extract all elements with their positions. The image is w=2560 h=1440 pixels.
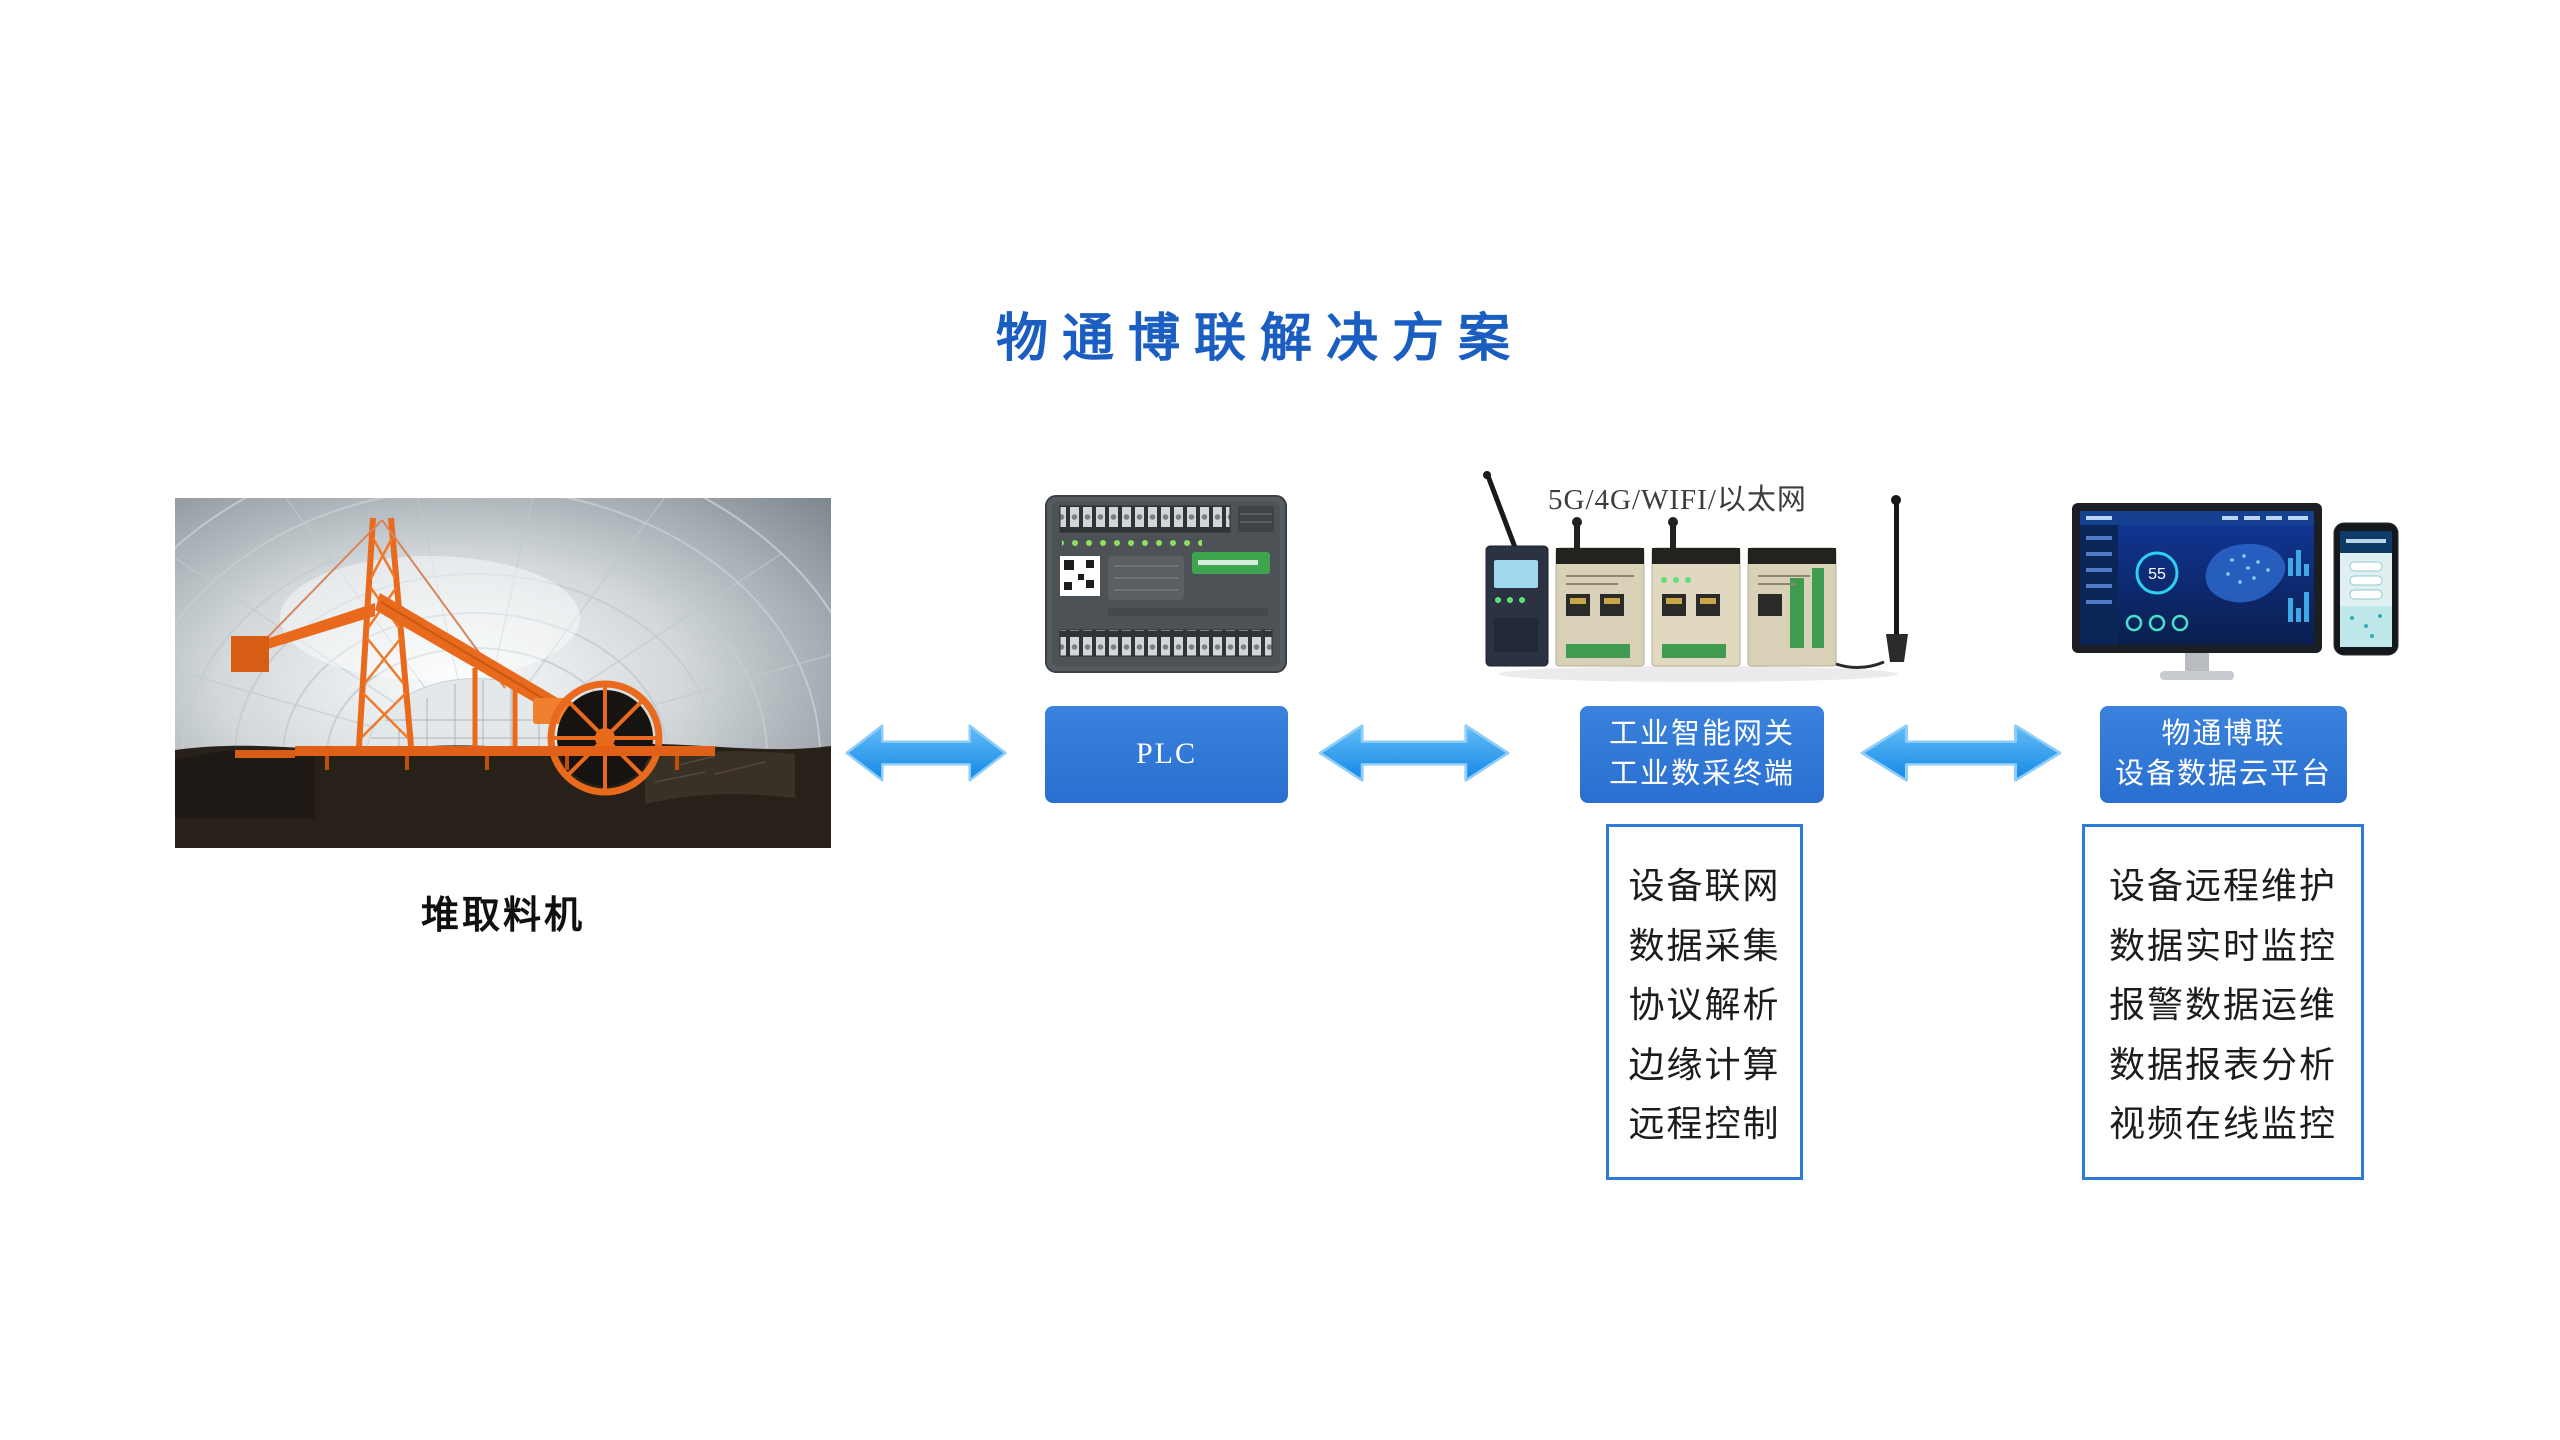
gateway-node-line2: 工业数采终端	[1608, 757, 1795, 790]
gateway-feature-item: 远程控制	[1628, 1104, 1781, 1144]
gateway-feature-item: 协议解析	[1628, 985, 1781, 1025]
arrow-plc-gateway	[1318, 724, 1510, 782]
cloud-feature-item: 设备远程维护	[2108, 866, 2337, 906]
cloud-feature-item: 视频在线监控	[2108, 1104, 2337, 1144]
cloud-platform-devices-image: 55	[2072, 498, 2404, 700]
plc-node: PLC	[1045, 706, 1288, 803]
page-title: 物通博联解决方案	[995, 311, 1524, 368]
arrow-machine-plc	[845, 724, 1007, 782]
gateway-node: 工业智能网关 工业数采终端	[1580, 706, 1824, 803]
cloud-platform-node: 物通博联 设备数据云平台	[2100, 706, 2347, 803]
dashboard-value: 55	[2148, 566, 2166, 583]
plc-node-label: PLC	[1135, 737, 1198, 771]
cloud-feature-item: 报警数据运维	[2108, 985, 2337, 1025]
machine-label: 堆取料机	[420, 895, 585, 937]
gateway-feature-list: 设备联网 数据采集 协议解析 边缘计算 远程控制	[1606, 824, 1803, 1180]
gateway-feature-item: 边缘计算	[1628, 1044, 1781, 1085]
cloud-devices-icon: 55	[2072, 503, 2399, 680]
cloud-feature-item: 数据实时监控	[2108, 925, 2337, 966]
plc-device-image	[1042, 478, 1290, 688]
stacker-reclaimer-photo	[175, 498, 831, 848]
plc-icon	[1045, 495, 1287, 673]
cloud-node-line2: 设备数据云平台	[2114, 757, 2332, 790]
cloud-feature-list: 设备远程维护 数据实时监控 报警数据运维 数据报表分析 视频在线监控	[2082, 824, 2364, 1180]
stacker-reclaimer-illustration	[175, 498, 831, 848]
arrow-gateway-cloud	[1860, 724, 2062, 782]
bucket-wheel-machine	[231, 517, 715, 796]
gateway-modules-icon	[1483, 471, 1908, 682]
cloud-node-line1: 物通博联	[2161, 718, 2286, 751]
gateway-feature-item: 设备联网	[1628, 866, 1781, 906]
gateway-node-line1: 工业智能网关	[1608, 718, 1795, 751]
monitor-icon: 55	[2072, 503, 2322, 680]
cloud-feature-item: 数据报表分析	[2108, 1044, 2337, 1085]
connectivity-label: 5G/4G/WIFI/以太网	[1548, 484, 1807, 516]
smartphone-icon	[2333, 522, 2399, 656]
gateway-device-image	[1478, 468, 1928, 704]
gateway-feature-item: 数据采集	[1628, 925, 1781, 966]
